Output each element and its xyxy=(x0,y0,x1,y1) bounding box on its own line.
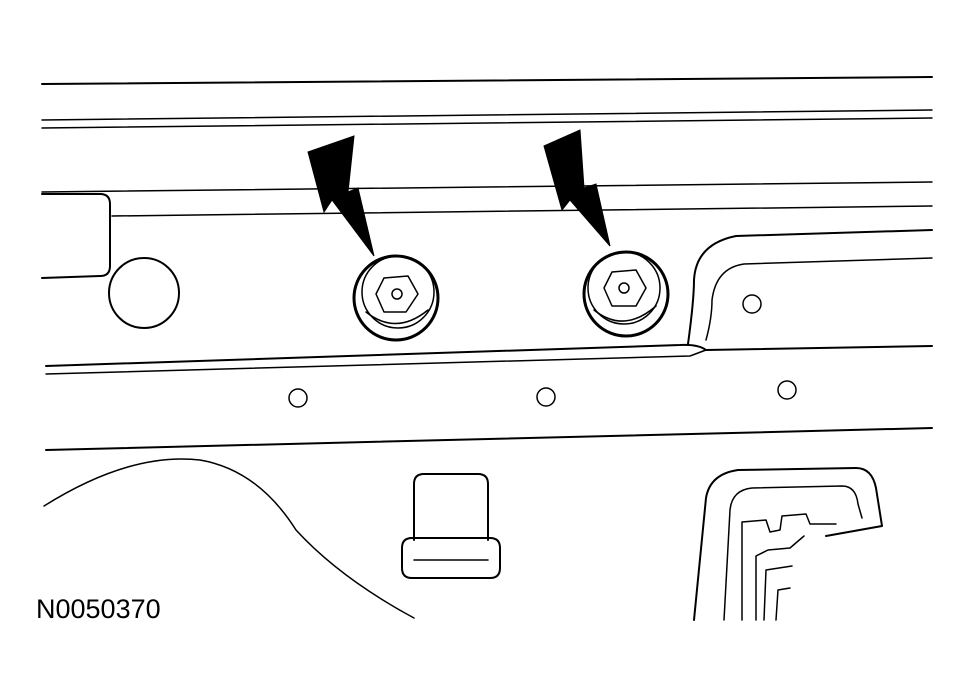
lower-tab xyxy=(401,473,501,579)
large-hole xyxy=(108,257,180,329)
figure-id-label: N0050370 xyxy=(36,594,161,624)
left-bracket xyxy=(41,193,111,279)
callout-arrow-left xyxy=(307,135,375,257)
lower-left-curve xyxy=(43,458,415,619)
right-panel-outline xyxy=(687,229,933,345)
callout-arrow-right xyxy=(543,129,611,247)
upper-rails xyxy=(41,76,933,217)
middle-rails xyxy=(45,343,933,451)
bolt-right xyxy=(582,250,670,338)
lower-right-bracket xyxy=(693,467,883,621)
bolt-left xyxy=(352,254,440,342)
